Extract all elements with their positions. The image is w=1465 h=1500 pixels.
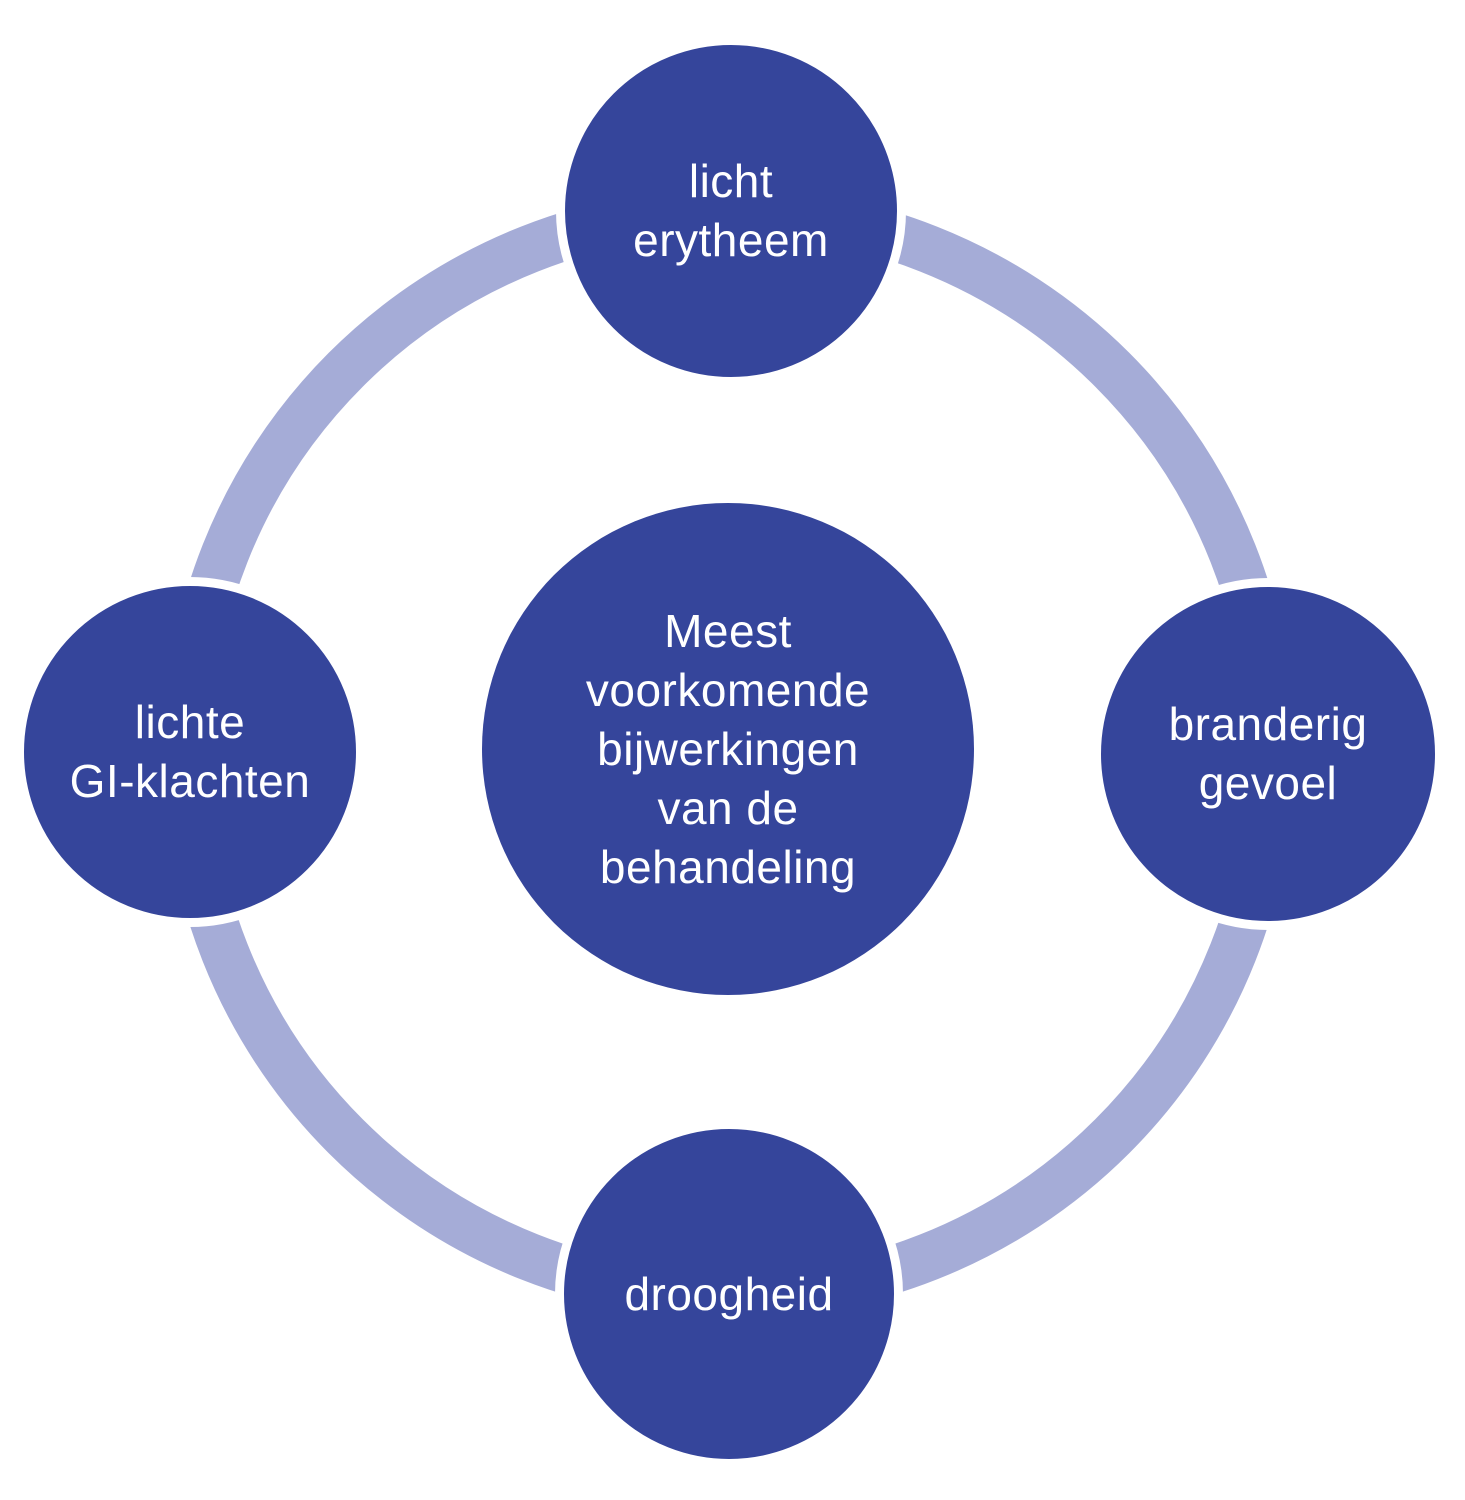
right-line-1: branderig [1168,698,1368,750]
center-line-4: van de [657,781,799,834]
top-line-2: erytheem [633,214,829,266]
left-line-2: GI-klachten [69,755,311,807]
center-line-1: Meest [664,604,792,657]
node-bottom-label: droogheid [624,1265,833,1324]
center-line-2: voorkomende [585,663,871,716]
center-line-5: behandeling [599,840,857,893]
node-center-main-topic: Meest voorkomende bijwerkingen van de be… [482,503,974,995]
node-licht-erytheem: licht erytheem [556,36,906,386]
center-line-3: bijwerkingen [597,722,859,775]
node-top-label: licht erytheem [633,152,829,270]
right-line-2: gevoel [1198,757,1338,809]
node-left-label: lichte GI-klachten [70,693,311,811]
node-right-label: branderig gevoel [1169,695,1368,813]
node-branderig-gevoel: branderig gevoel [1092,578,1444,930]
bottom-line-1: droogheid [624,1267,834,1320]
top-line-1: licht [688,155,774,207]
node-droogheid: droogheid [555,1120,903,1468]
node-center-label: Meest voorkomende bijwerkingen van de be… [586,602,870,897]
node-lichte-gi-klachten: lichte GI-klachten [15,577,365,927]
left-line-1: lichte [134,696,246,748]
